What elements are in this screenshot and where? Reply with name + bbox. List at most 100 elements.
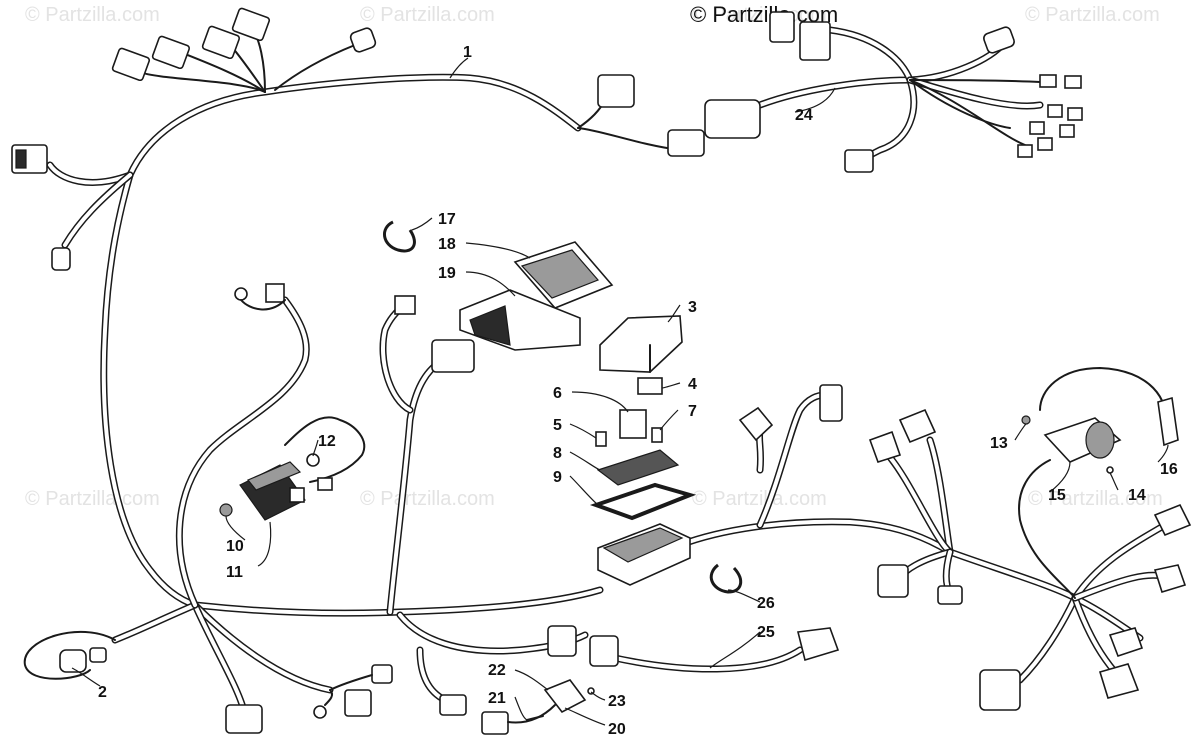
connector-lower-b xyxy=(344,689,372,717)
right-side-connectors xyxy=(738,384,1192,711)
fuse-7 xyxy=(651,427,663,443)
callout-11: 11 xyxy=(226,564,243,581)
regulator-assembly xyxy=(219,283,475,521)
connector-r5 xyxy=(877,564,909,598)
callout-4: 4 xyxy=(688,376,697,393)
terminal-24-h xyxy=(1037,137,1053,151)
callout-21: 21 xyxy=(488,690,506,707)
callout-24: 24 xyxy=(795,107,813,124)
harness-24 xyxy=(704,11,1083,173)
harness-25 xyxy=(547,625,840,673)
terminal-24-e xyxy=(1029,121,1045,135)
callout-2: 2 xyxy=(98,684,107,701)
watermark: © Partzilla.com xyxy=(692,488,827,510)
connector-24-a xyxy=(799,21,831,61)
watermark: © Partzilla.com xyxy=(1025,4,1160,26)
connector-lower-a xyxy=(225,704,263,734)
callout-18: 18 xyxy=(438,236,456,253)
boot-16 xyxy=(1157,396,1179,447)
terminal-24-c xyxy=(1047,104,1063,118)
callout-14: 14 xyxy=(1128,487,1146,504)
cap-upper xyxy=(349,27,377,53)
terminal-24-g xyxy=(1017,144,1033,158)
connector-25-c xyxy=(797,627,840,662)
ring-terminal-lower xyxy=(313,705,327,719)
connector-reg-upper xyxy=(265,283,285,303)
connector-r4 xyxy=(898,408,937,444)
connector-top-mid xyxy=(597,74,635,108)
connector-upper-2 xyxy=(151,35,191,70)
callout-5: 5 xyxy=(553,417,562,434)
watermark: © Partzilla.com xyxy=(360,488,495,510)
callout-25: 25 xyxy=(757,624,775,641)
connector-r7 xyxy=(1153,503,1192,537)
connector-r6 xyxy=(937,585,963,605)
terminal-24-b xyxy=(1064,75,1082,89)
callout-20: 20 xyxy=(608,721,626,738)
callout-22: 22 xyxy=(488,662,506,679)
callout-8: 8 xyxy=(553,445,562,462)
terminal-24-d xyxy=(1067,107,1083,121)
connector-left-small xyxy=(51,247,71,271)
relay-housing-3 xyxy=(599,315,683,373)
main-harness-connectors xyxy=(11,7,705,271)
callout-16: 16 xyxy=(1160,461,1178,478)
callout-10: 10 xyxy=(226,538,244,555)
terminal-24-f xyxy=(1059,124,1075,138)
fuse-5 xyxy=(595,431,607,447)
connector-r3 xyxy=(868,430,902,463)
switch-20 xyxy=(543,679,587,714)
nut-13 xyxy=(1021,415,1031,425)
connector-24-d xyxy=(844,149,874,173)
regulator-connector xyxy=(317,477,333,491)
connector-upper-3 xyxy=(201,25,241,60)
connector-24-c xyxy=(704,99,761,139)
callout-12: 12 xyxy=(318,433,336,450)
watermark: © Partzilla.com xyxy=(360,4,495,26)
connector-r10 xyxy=(979,669,1021,711)
connector-25-a xyxy=(547,625,577,657)
watermark: © Partzilla.com xyxy=(25,4,160,26)
terminal-24-a xyxy=(1039,74,1057,88)
label-8 xyxy=(596,449,680,486)
connector-lower-c xyxy=(371,664,393,684)
connector-lower-d xyxy=(439,694,467,716)
ring-terminal xyxy=(234,287,248,301)
callout-6: 6 xyxy=(553,385,562,402)
watermark: © Partzilla.com xyxy=(1028,488,1163,510)
callout-23: 23 xyxy=(608,693,626,710)
callout-17: 17 xyxy=(438,211,456,228)
relay-6 xyxy=(619,409,647,439)
sensor-2 xyxy=(59,649,87,673)
callout-19: 19 xyxy=(438,265,456,282)
connector-upper-4 xyxy=(231,7,271,42)
connector-24-b xyxy=(769,11,795,43)
screw-14 xyxy=(1106,466,1114,474)
nut-10 xyxy=(219,503,233,517)
connector-top-right xyxy=(667,129,705,157)
actuator-assembly xyxy=(1018,366,1179,599)
callout-1: 1 xyxy=(463,44,472,61)
retainer-ring-17 xyxy=(383,220,416,253)
leader-lines xyxy=(71,57,1169,726)
lower-left-connectors xyxy=(23,630,467,734)
callout-7: 7 xyxy=(688,403,697,420)
relay-4 xyxy=(637,377,663,395)
switch-assembly xyxy=(481,679,595,735)
screw-21 xyxy=(526,715,544,721)
callout-15: 15 xyxy=(1048,487,1066,504)
connector-r2 xyxy=(819,384,843,422)
connector-r9 xyxy=(1108,627,1144,658)
callout-3: 3 xyxy=(688,299,697,316)
connector-upper-1 xyxy=(111,47,151,82)
callout-9: 9 xyxy=(553,469,562,486)
connector-r11 xyxy=(1098,663,1140,699)
connector-25-b xyxy=(589,635,619,667)
connector-ecu-upper xyxy=(394,295,416,315)
connector-20 xyxy=(481,711,509,735)
gasket-9 xyxy=(589,482,697,521)
connector-ecu-main xyxy=(431,339,475,373)
connector-r1 xyxy=(738,406,774,442)
